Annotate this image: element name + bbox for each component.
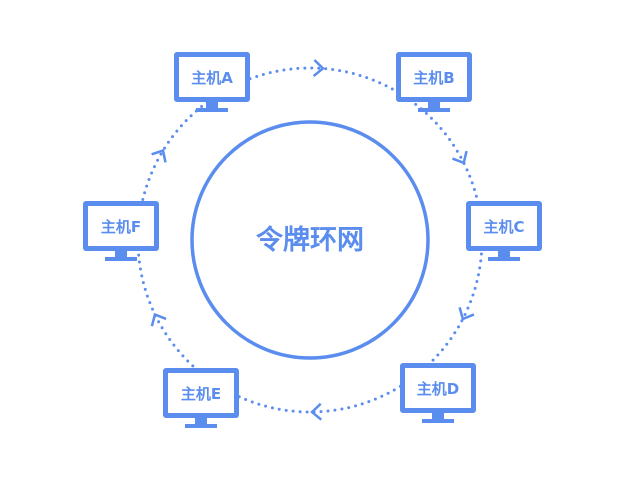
direction-arrow-icon xyxy=(150,312,167,327)
host-a: 主机A xyxy=(174,52,250,118)
host-e: 主机E xyxy=(163,368,239,434)
host-b: 主机B xyxy=(396,52,472,118)
monitor-icon: 主机C xyxy=(466,201,542,251)
direction-arrow-icon xyxy=(312,59,325,77)
direction-arrow-icon xyxy=(310,402,323,421)
host-label: 主机B xyxy=(413,68,455,87)
host-label: 主机F xyxy=(100,217,142,236)
host-label: 主机C xyxy=(483,217,525,236)
monitor-icon: 主机A xyxy=(174,52,250,102)
direction-arrow-icon xyxy=(452,150,468,165)
host-label: 主机A xyxy=(191,68,233,87)
monitor-icon: 主机D xyxy=(400,363,476,413)
monitor-icon: 主机F xyxy=(83,201,159,251)
monitor-icon: 主机E xyxy=(163,368,239,418)
direction-arrow-icon xyxy=(151,148,167,163)
host-f: 主机F xyxy=(83,201,159,267)
center-title: 令牌环网 xyxy=(256,225,364,256)
monitor-icon: 主机B xyxy=(396,52,472,102)
host-label: 主机E xyxy=(180,384,222,403)
center-circle xyxy=(190,120,430,360)
host-label: 主机D xyxy=(416,379,460,398)
direction-arrow-icon xyxy=(458,307,475,321)
host-d: 主机D xyxy=(400,363,476,429)
host-c: 主机C xyxy=(466,201,542,267)
